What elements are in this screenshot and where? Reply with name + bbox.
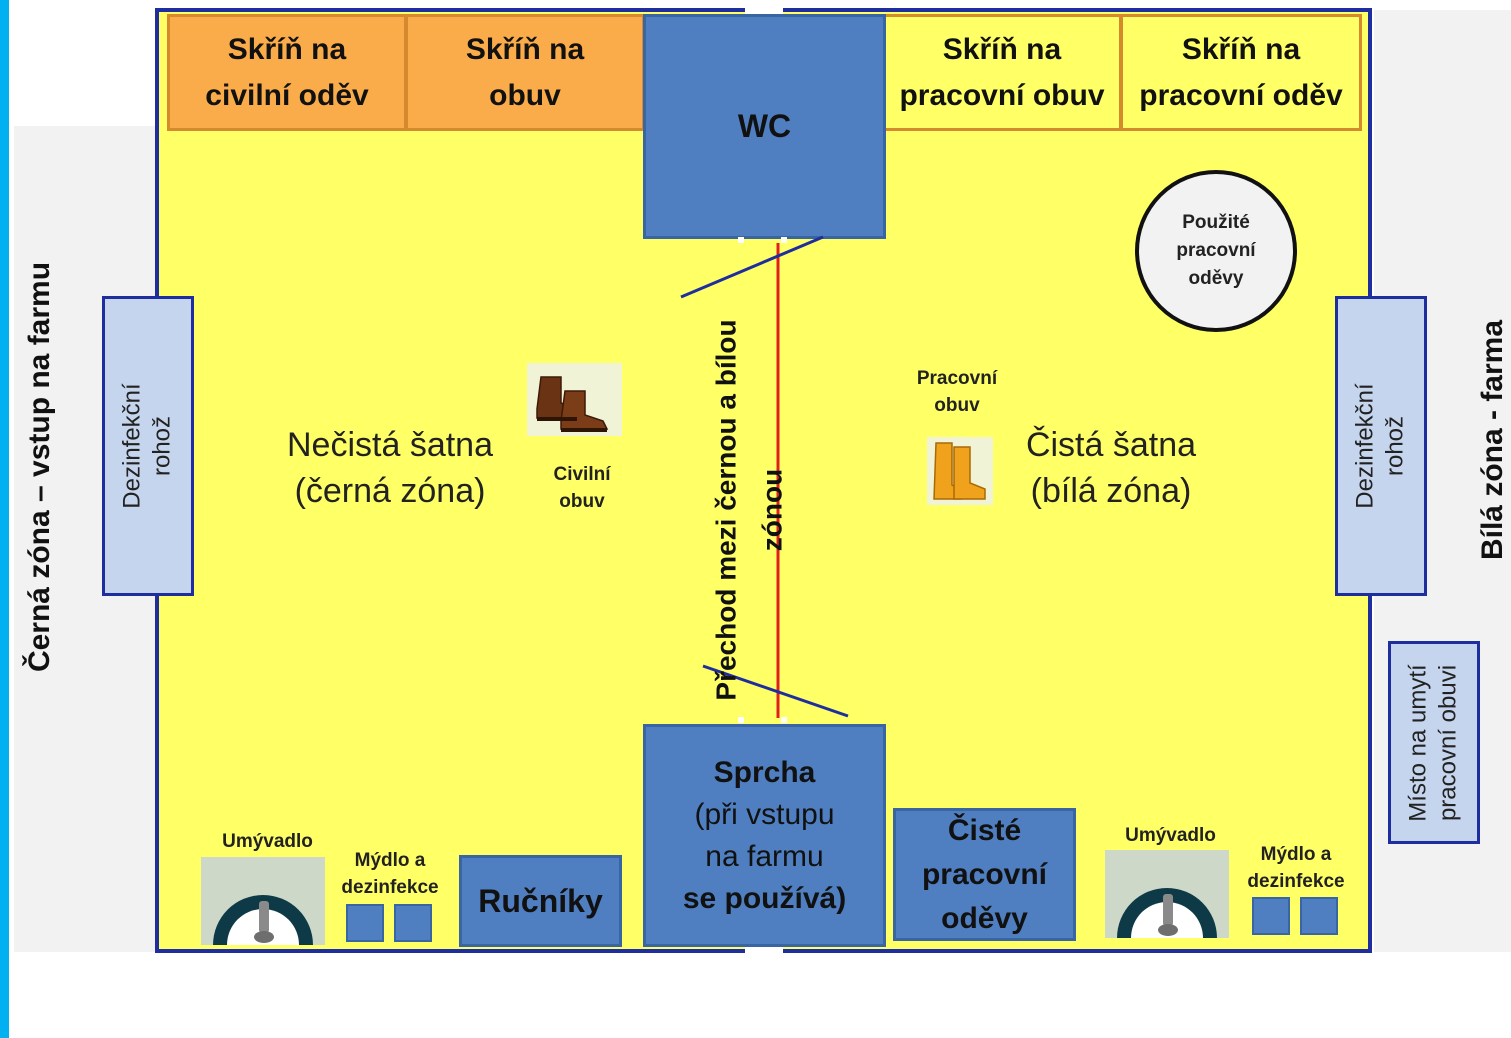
disinfection-mat-right: Dezinfekční rohož	[1335, 296, 1427, 596]
used-clothes-bin: Použité pracovní oděvy	[1135, 170, 1297, 332]
sink-right-icon	[1105, 850, 1229, 938]
towels-box: Ručníky	[459, 855, 622, 947]
shoe-wash-area: Místo na umytí pracovní obuvi	[1388, 641, 1480, 844]
soap-dispenser	[346, 904, 384, 942]
door-swing-top	[680, 235, 824, 299]
clean-clothes-box: Čisté pracovní oděvy	[893, 808, 1076, 941]
dirty-room-label: Nečistá šatna(černá zóna)	[287, 426, 493, 510]
bottom-doorway	[745, 947, 783, 955]
shower-box: Sprcha (při vstupu na farmu se používá)	[643, 724, 886, 947]
wc-box: WC	[643, 14, 886, 239]
clean-room-label: Čistá šatna(bílá zóna)	[1025, 426, 1197, 510]
sink-left-icon	[201, 857, 325, 945]
disinfection-dispenser	[394, 904, 432, 942]
door-swing-bottom	[702, 664, 849, 718]
disinfection-mat-left: Dezinfekční rohož	[102, 296, 194, 596]
transition-label: Přechod mezi černou a bílou zónou	[711, 319, 788, 701]
top-doorway	[745, 6, 783, 14]
brown-boots-icon	[527, 363, 622, 436]
rubber-boots-icon	[927, 437, 993, 505]
sink-right-label: Umývadlo	[1125, 825, 1216, 846]
sink-left-label: Umývadlo	[222, 831, 313, 852]
soap-dispenser	[1252, 897, 1290, 935]
accent-strip	[0, 0, 9, 1038]
disinfection-dispenser	[1300, 897, 1338, 935]
